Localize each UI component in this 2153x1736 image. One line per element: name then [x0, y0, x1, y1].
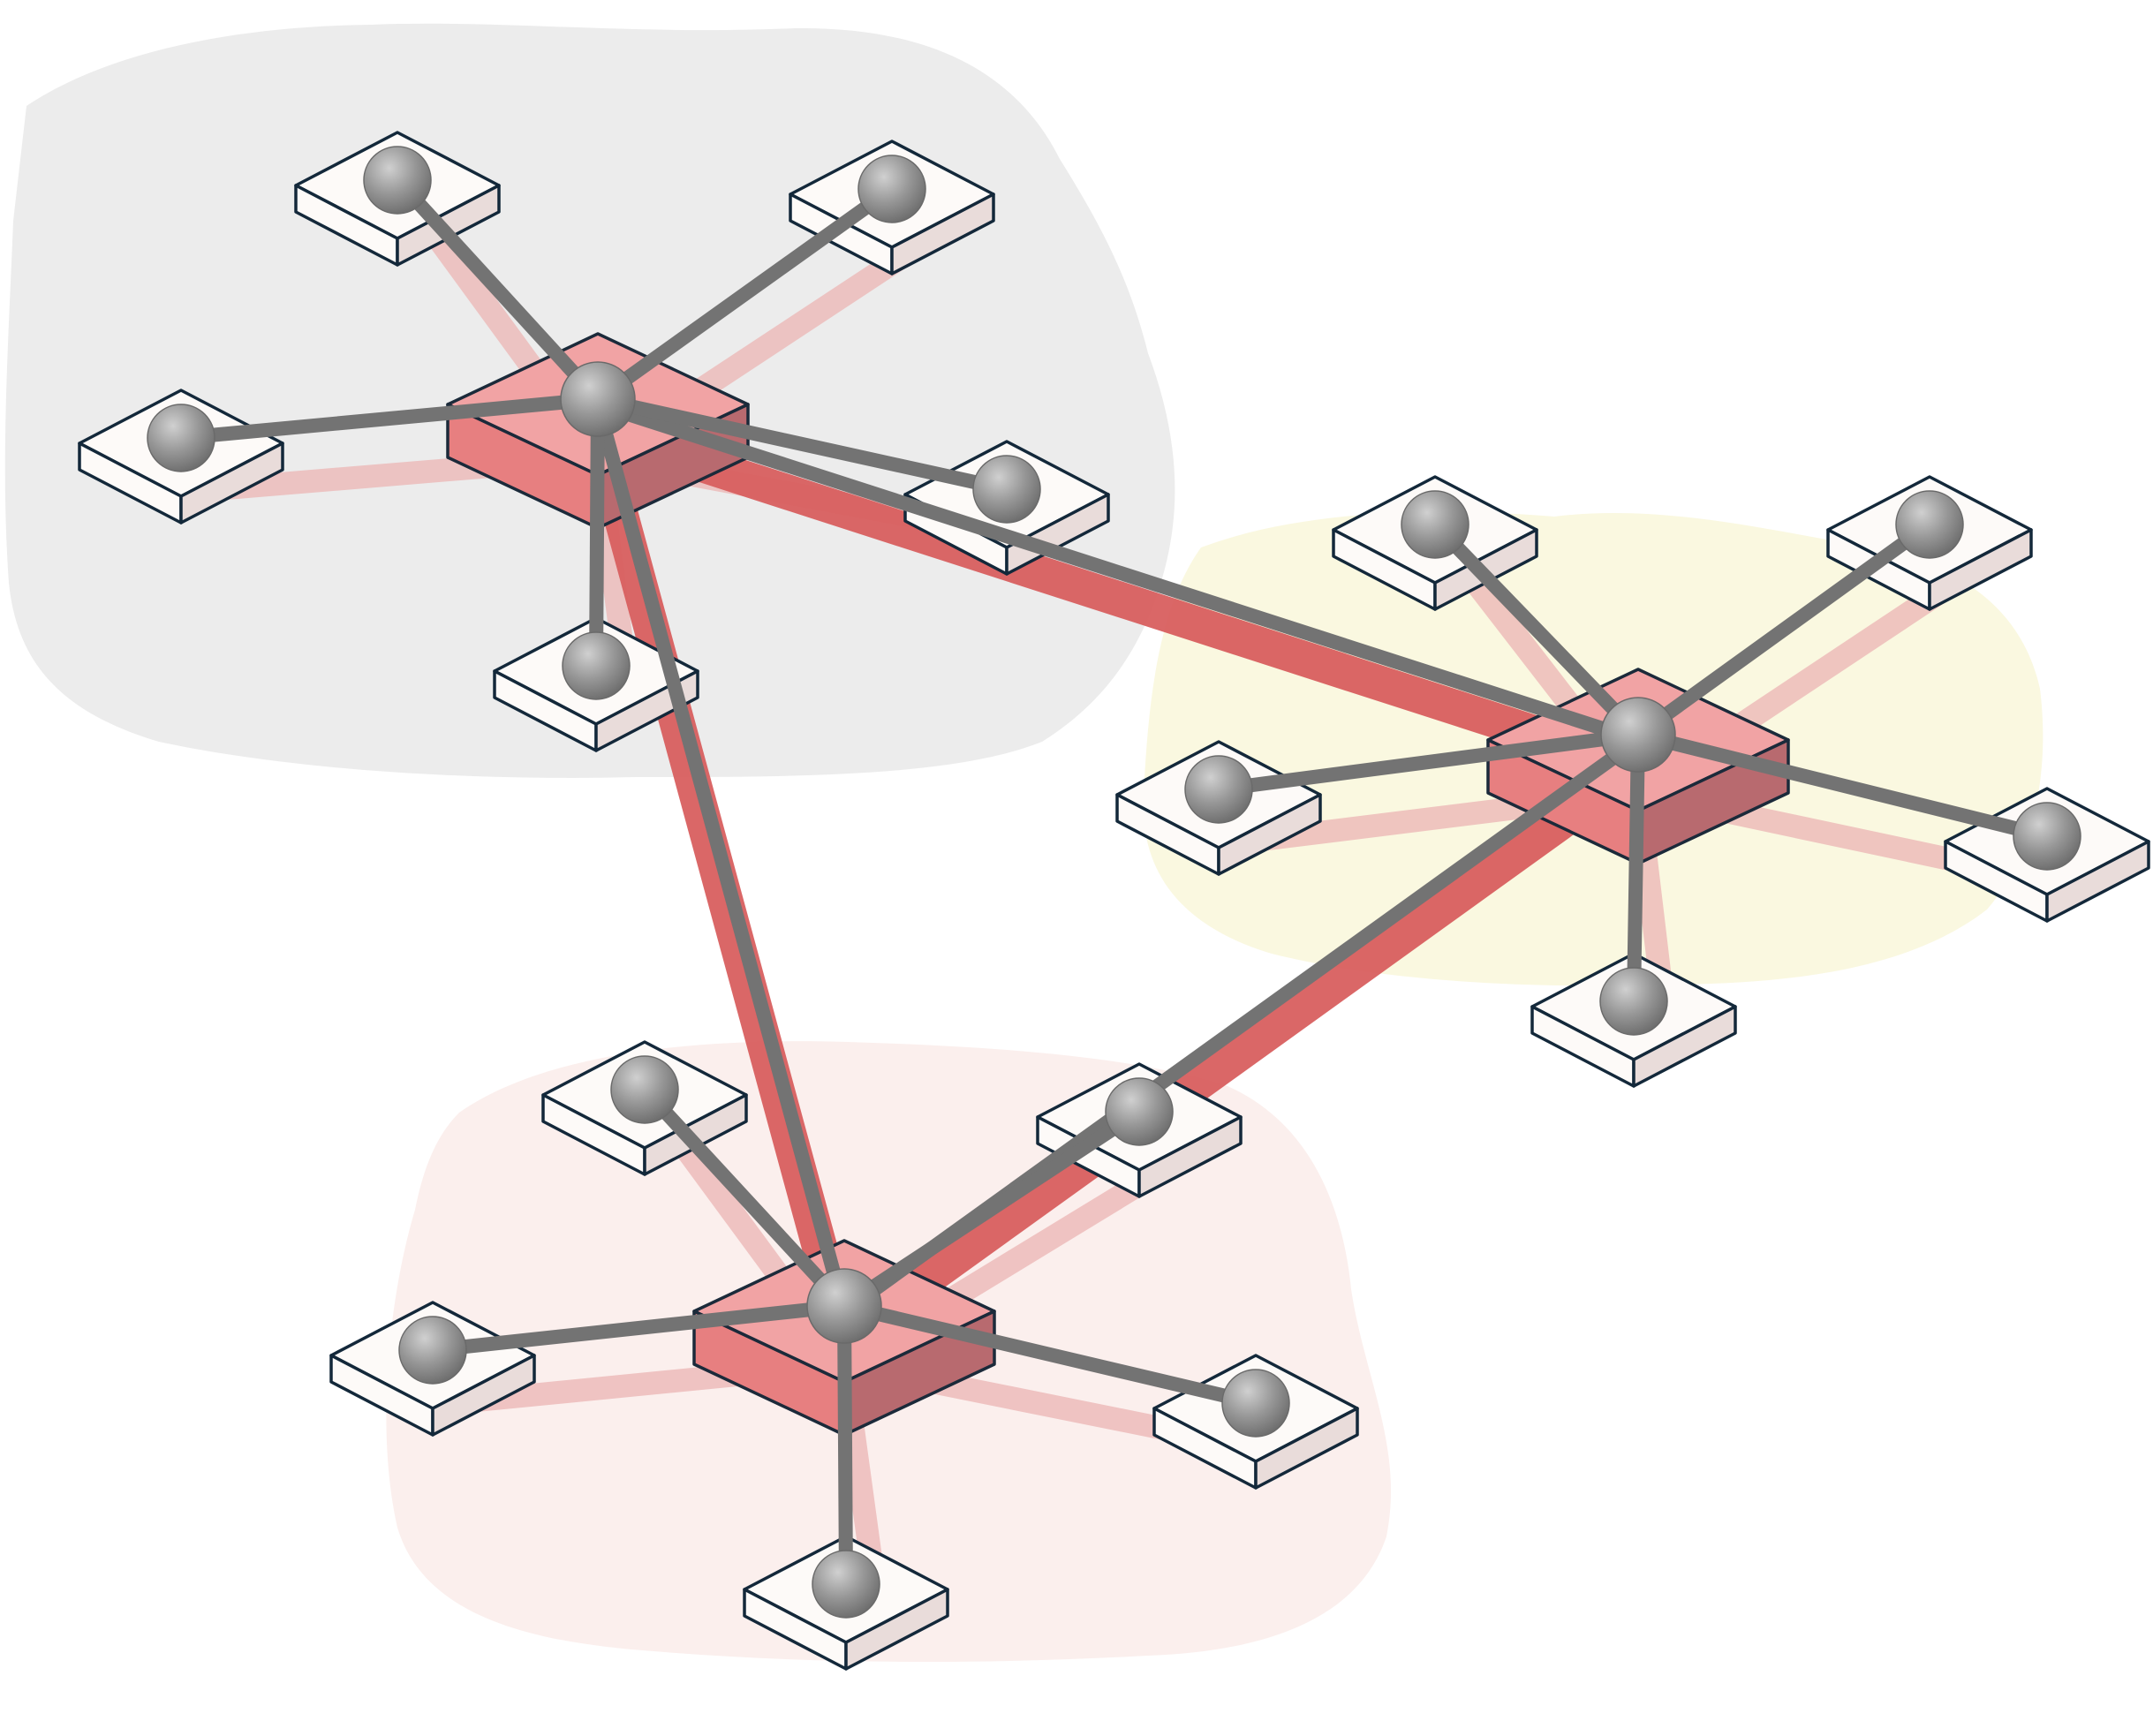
- backbone-cable: [595, 397, 1641, 747]
- spoke-link: [1627, 728, 1645, 1008]
- spoke-link: [638, 1083, 851, 1313]
- spoke-link: [589, 392, 605, 673]
- device-sphere-icon: [363, 146, 432, 215]
- spoke-link: [1631, 517, 1937, 742]
- spoke-links: [174, 173, 2054, 1591]
- backbone-cable: [591, 402, 851, 1314]
- device-sphere-icon: [1221, 1369, 1290, 1438]
- spoke-link: [837, 1299, 853, 1591]
- device-sphere-icon: [398, 1316, 467, 1385]
- device-sphere-icon: [972, 455, 1041, 524]
- device-sphere-icon: [2013, 802, 2081, 871]
- device-sphere-icon: [1105, 1077, 1174, 1146]
- spoke-link: [1212, 728, 1645, 796]
- spoke-link: [591, 182, 899, 406]
- device-sphere-icon: [562, 631, 631, 700]
- spoke-link: [426, 1299, 851, 1357]
- device-sphere-icon: [1184, 755, 1253, 824]
- hub-sphere-icon: [560, 361, 636, 437]
- hub-sphere-icon: [806, 1268, 882, 1344]
- spoke-link: [1428, 517, 1645, 742]
- device-sphere-icon: [610, 1055, 679, 1124]
- device-sphere-icon: [1895, 490, 1964, 559]
- device-sphere-icon: [857, 155, 926, 223]
- device-sphere-icon: [1599, 967, 1668, 1036]
- device-sphere-icon: [147, 404, 215, 472]
- hub-sphere-icon: [1600, 697, 1676, 773]
- device-sphere-icon: [1401, 490, 1469, 559]
- device-sphere-icon: [812, 1550, 880, 1619]
- backbone-link-cluster-b-cluster-c: [834, 751, 1649, 1353]
- backbone-link-cluster-a-cluster-b: [592, 413, 1644, 784]
- spoke-link: [837, 1105, 1146, 1313]
- node-spheres: [147, 146, 2081, 1619]
- spoke-link: [1631, 728, 2054, 843]
- spoke-link: [837, 1299, 1263, 1410]
- cluster-regions: [4, 23, 2043, 1662]
- spoke-link: [174, 392, 605, 445]
- spoke-link: [390, 173, 605, 406]
- spoke-link: [591, 392, 1014, 496]
